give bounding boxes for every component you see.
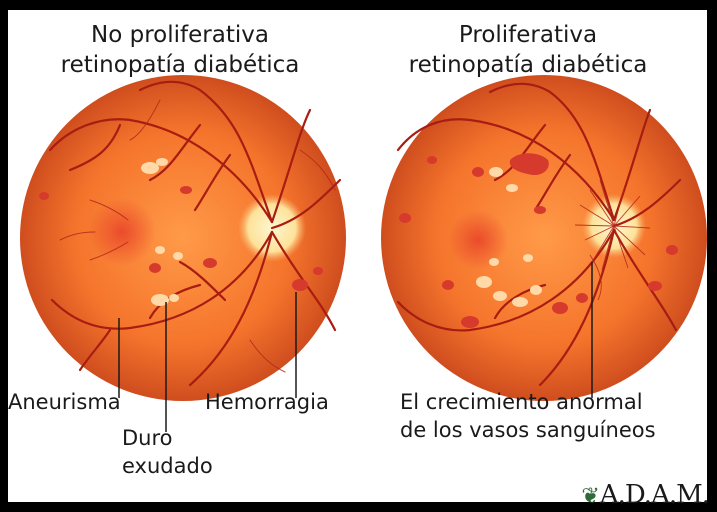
- label-growth-line-2: de los vasos sanguíneos: [400, 416, 656, 444]
- title-left-line-2: retinopatía diabética: [30, 50, 330, 80]
- adam-logo-text: A.D.A.M.: [600, 480, 709, 510]
- label-hard-exudate-line-2: exudado: [122, 452, 213, 480]
- macula-right: [448, 210, 508, 270]
- title-proliferative: Proliferativa retinopatía diabética: [378, 20, 678, 80]
- retina-right: [381, 75, 707, 401]
- label-abnormal-vessel-growth: El crecimiento anormal de los vasos sang…: [400, 388, 656, 444]
- macula-left: [88, 198, 156, 266]
- title-right-line-1: Proliferativa: [378, 20, 678, 50]
- title-right-line-2: retinopatía diabética: [378, 50, 678, 80]
- title-left-line-1: No proliferativa: [30, 20, 330, 50]
- label-hard-exudate: Duro exudado: [122, 424, 213, 480]
- label-hard-exudate-line-1: Duro: [122, 424, 213, 452]
- label-growth-line-1: El crecimiento anormal: [400, 388, 656, 416]
- title-non-proliferative: No proliferativa retinopatía diabética: [30, 20, 330, 80]
- label-hemorragia: Hemorragia: [205, 388, 329, 416]
- label-aneurisma: Aneurisma: [8, 388, 121, 416]
- adam-leaf-icon: ❦: [581, 484, 598, 509]
- adam-logo: ❦A.D.A.M.: [581, 480, 709, 510]
- retina-left: [20, 75, 346, 432]
